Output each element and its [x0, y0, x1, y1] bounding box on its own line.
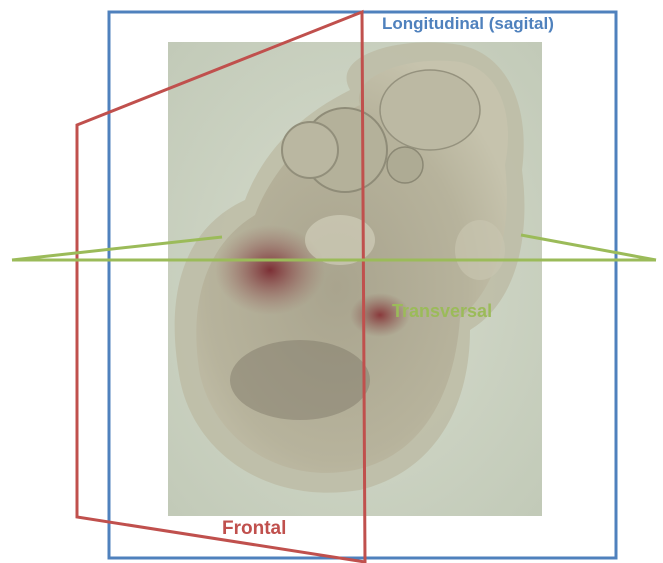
sagittal-plane-label: Longitudinal (sagital) [382, 14, 554, 33]
head-bulb-2 [282, 122, 338, 178]
transverse-plane-label: Transversal [392, 301, 492, 321]
embryo-photograph [168, 42, 542, 516]
lower-body-shadow [230, 340, 370, 420]
brain-bulb [380, 70, 480, 150]
eye-bulb [387, 147, 423, 183]
frontal-plane-label: Frontal [222, 518, 286, 539]
tail-region [455, 220, 505, 280]
